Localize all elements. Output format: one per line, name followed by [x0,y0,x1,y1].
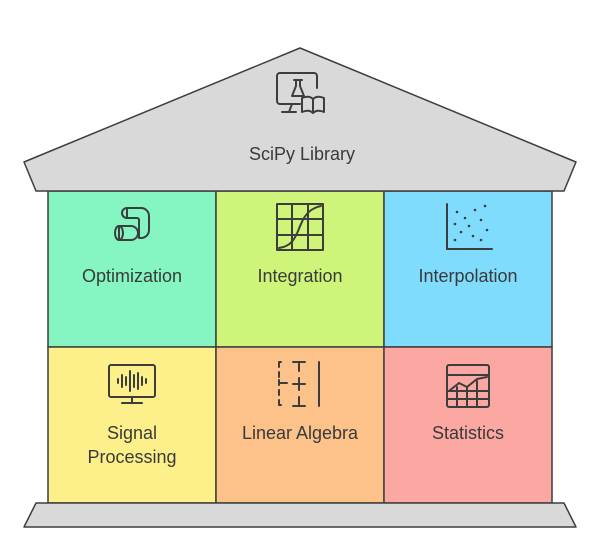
cell-linear-algebra-bg [215,346,385,504]
waveform-monitor-icon [108,364,156,404]
cell-signal-processing-bg [47,346,217,504]
scatter-plot-icon [446,203,493,250]
module-label: Optimization [81,266,183,286]
label-line: Signal [106,423,158,443]
module-linear-algebra: Linear Algebra [216,347,384,503]
label-line: Processing [87,447,177,467]
cell-statistics-bg [383,346,553,504]
module-optimization: Optimization [48,191,216,347]
module-label: Statistics [431,423,505,443]
module-label: Integration [257,266,343,286]
module-label: Interpolation [418,266,518,286]
flask-book-monitor-icon [276,72,325,114]
curve-grid-icon [276,203,324,251]
cell-integration-bg [215,190,385,348]
roof [23,47,577,192]
module-interpolation: Interpolation [384,191,552,347]
module-integration: Integration [216,191,384,347]
module-statistics: Statistics [384,347,552,503]
module-label: Linear Algebra [241,423,359,443]
area-chart-table-icon [446,364,490,408]
roof-title: SciPy Library [248,144,356,164]
pipe-bend-icon [114,207,150,241]
matrix-brackets-icon [278,361,320,407]
base [23,502,577,528]
module-label-signal-processing: Signal Processing [48,421,216,469]
module-signal-processing: Signal Processing [48,347,216,503]
